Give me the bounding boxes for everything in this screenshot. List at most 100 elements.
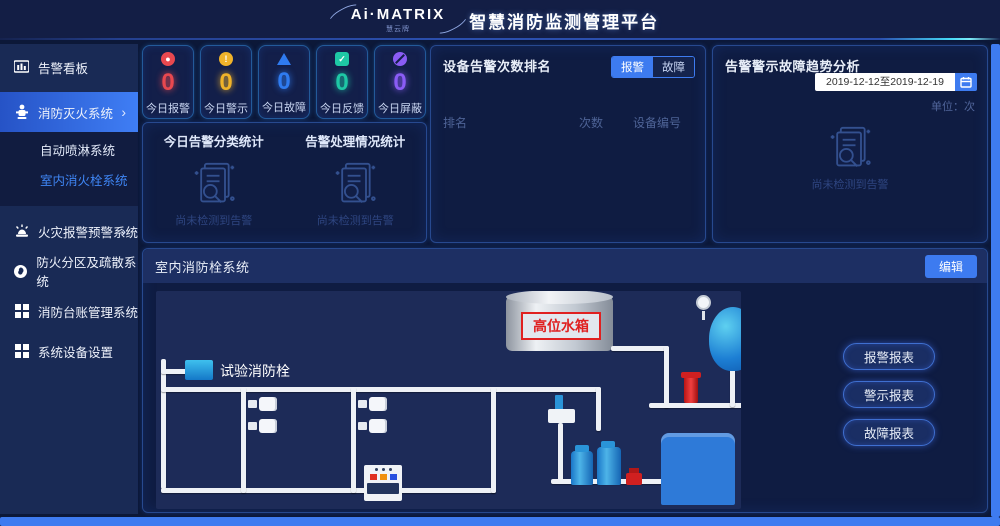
today-stats-row: ● 0 今日报警 ! 0 今日警示 0 今日故障 ✓ 0 今日反馈 0 今日屏蔽: [142, 45, 427, 119]
horizontal-scrollbar[interactable]: [0, 517, 1000, 526]
sidebar-subitem-indoor-hydrant[interactable]: 室内消火栓系统: [40, 174, 128, 188]
sidebar-item-fire-zone-evacuation[interactable]: 防火分区及疏散系统: [0, 254, 138, 289]
bar-chart-icon: [13, 60, 30, 75]
alarm-icon: ●: [161, 52, 175, 66]
block-icon: [393, 52, 407, 66]
sidebar-item-label: 系统设备设置: [38, 345, 114, 360]
stat-label: 今日屏蔽: [378, 103, 422, 115]
toggle-alarm-button[interactable]: 报警: [612, 57, 653, 77]
pipe-segment: [664, 346, 669, 408]
fault-report-button[interactable]: 故障报表: [843, 419, 935, 446]
column-device-id: 设备编号: [633, 116, 682, 130]
sidebar-item-label: 消防灭火系统: [38, 106, 114, 121]
section-title: 告警处理情况统计: [305, 135, 406, 149]
warning-icon: !: [219, 52, 233, 66]
section-title: 今日告警分类统计: [163, 135, 264, 149]
warning-report-button[interactable]: 警示报表: [843, 381, 935, 408]
brand-logo: Ai·MATRIX 慧云牌: [341, 6, 455, 34]
device-alarm-ranking-panel: 设备告警次数排名 报警 故障 排名 次数 设备编号: [430, 45, 706, 243]
sidebar-subitem-auto-sprinkler[interactable]: 自动喷淋系统: [40, 144, 116, 158]
valve-body: [548, 409, 575, 423]
pipe-segment: [558, 423, 563, 481]
stat-value: 0: [219, 69, 233, 96]
siren-icon: [13, 224, 30, 239]
header-divider: [0, 38, 1000, 40]
stat-label: 今日反馈: [320, 103, 364, 115]
fire-hydrant-icon: [13, 104, 30, 120]
date-range-input[interactable]: 2019-12-12至2019-12-19: [815, 73, 955, 91]
chevron-right-icon: ›: [121, 223, 126, 239]
empty-state-text: 尚未检测到告警: [811, 179, 889, 191]
stat-value: 0: [393, 69, 407, 96]
valve: [248, 397, 278, 411]
grid-icon: [13, 304, 30, 319]
high-level-tank-label[interactable]: 高位水箱: [521, 312, 601, 340]
stat-label: 今日警示: [204, 103, 248, 115]
pressure-gauge: [696, 295, 711, 310]
pipe-segment: [241, 387, 246, 493]
sidebar-item-alarm-board[interactable]: 告警看板: [0, 50, 138, 84]
fire-zone-icon: [13, 264, 28, 279]
page-title: 智慧消防监测管理平台: [469, 12, 660, 32]
no-data-document-icon: [194, 162, 235, 203]
toggle-fault-button[interactable]: 故障: [653, 57, 694, 77]
sidebar-item-fire-alarm-warning[interactable]: 火灾报警预警系统 ›: [0, 214, 138, 248]
sidebar-item-fire-extinguishing[interactable]: 消防灭火系统 ›: [0, 92, 138, 132]
valve: [358, 419, 388, 433]
no-data-document-icon: [830, 126, 871, 167]
sidebar-item-label: 火灾报警预警系统: [38, 225, 139, 240]
vertical-scrollbar[interactable]: [991, 44, 1000, 517]
red-valve-small: [626, 468, 642, 485]
stat-card-fault[interactable]: 0 今日故障: [258, 45, 310, 119]
chevron-right-icon: ›: [121, 104, 126, 120]
gauge-stem: [702, 311, 705, 320]
header-bar: Ai·MATRIX 慧云牌 智慧消防监测管理平台: [0, 0, 1000, 40]
today-alarm-classification: 今日告警分类统计 尚未检测到告警: [143, 123, 285, 242]
alarm-trend-panel: 告警警示故障趋势分析 2019-12-12至2019-12-19 单位：次 尚未…: [712, 45, 988, 243]
edit-button[interactable]: 编辑: [924, 255, 977, 278]
no-data-document-icon: [336, 162, 376, 203]
sidebar-item-label: 消防台账管理系统: [38, 305, 139, 320]
pipe-segment: [161, 488, 496, 493]
fire-pump: [571, 445, 593, 485]
alarm-report-button[interactable]: 报警报表: [843, 343, 935, 370]
indoor-hydrant-system-panel: 室内消防栓系统 编辑 试验消防栓: [142, 248, 988, 513]
sidebar: 告警看板 消防灭火系统 › 自动喷淋系统 室内消火栓系统 火灾报警预警系统 › …: [0, 44, 138, 514]
grid-icon: [13, 344, 30, 359]
pipe-segment: [491, 387, 496, 493]
date-range-picker: 2019-12-12至2019-12-19: [815, 73, 977, 91]
column-count: 次数: [579, 116, 604, 130]
empty-state-text: 尚未检测到告警: [316, 215, 394, 227]
pipe-segment: [730, 369, 735, 407]
unit-label: 单位：次: [931, 101, 975, 113]
empty-state: 尚未检测到告警: [317, 160, 394, 228]
feedback-icon: ✓: [335, 52, 349, 66]
calendar-icon[interactable]: [955, 73, 977, 91]
sidebar-item-ledger-management[interactable]: 消防台账管理系统: [0, 294, 138, 328]
stat-value: 0: [277, 68, 291, 95]
stat-label: 今日报警: [146, 103, 190, 115]
stat-label: 今日故障: [262, 102, 306, 114]
brand-logo-text: Ai·MATRIX: [350, 6, 446, 23]
pipe-segment: [161, 359, 166, 489]
stat-card-warning[interactable]: ! 0 今日警示: [200, 45, 252, 119]
sidebar-item-device-settings[interactable]: 系统设备设置: [0, 334, 138, 368]
alarm-handling-statistics: 告警处理情况统计 尚未检测到告警: [285, 123, 427, 242]
alarm-classification-panel: 今日告警分类统计 尚未检测到告警 告警处理情况统计: [142, 122, 427, 243]
test-hydrant: [185, 360, 213, 380]
sidebar-submenu: 自动喷淋系统 室内消火栓系统: [0, 132, 138, 206]
pipe-segment: [351, 387, 356, 493]
empty-state: 尚未检测到告警: [713, 124, 987, 192]
stat-card-shield[interactable]: 0 今日屏蔽: [374, 45, 426, 119]
pipe-segment: [596, 387, 601, 431]
panel-title: 室内消防栓系统: [155, 259, 250, 275]
fire-pump: [597, 441, 621, 485]
sidebar-item-label: 防火分区及疏散系统: [36, 256, 137, 289]
test-hydrant-label: 试验消防栓: [220, 363, 290, 379]
sidebar-item-label: 告警看板: [38, 61, 89, 76]
stat-card-alarm[interactable]: ● 0 今日报警: [142, 45, 194, 119]
pipe-segment: [649, 403, 741, 408]
stat-card-feedback[interactable]: ✓ 0 今日反馈: [316, 45, 368, 119]
stat-value: 0: [161, 69, 175, 96]
